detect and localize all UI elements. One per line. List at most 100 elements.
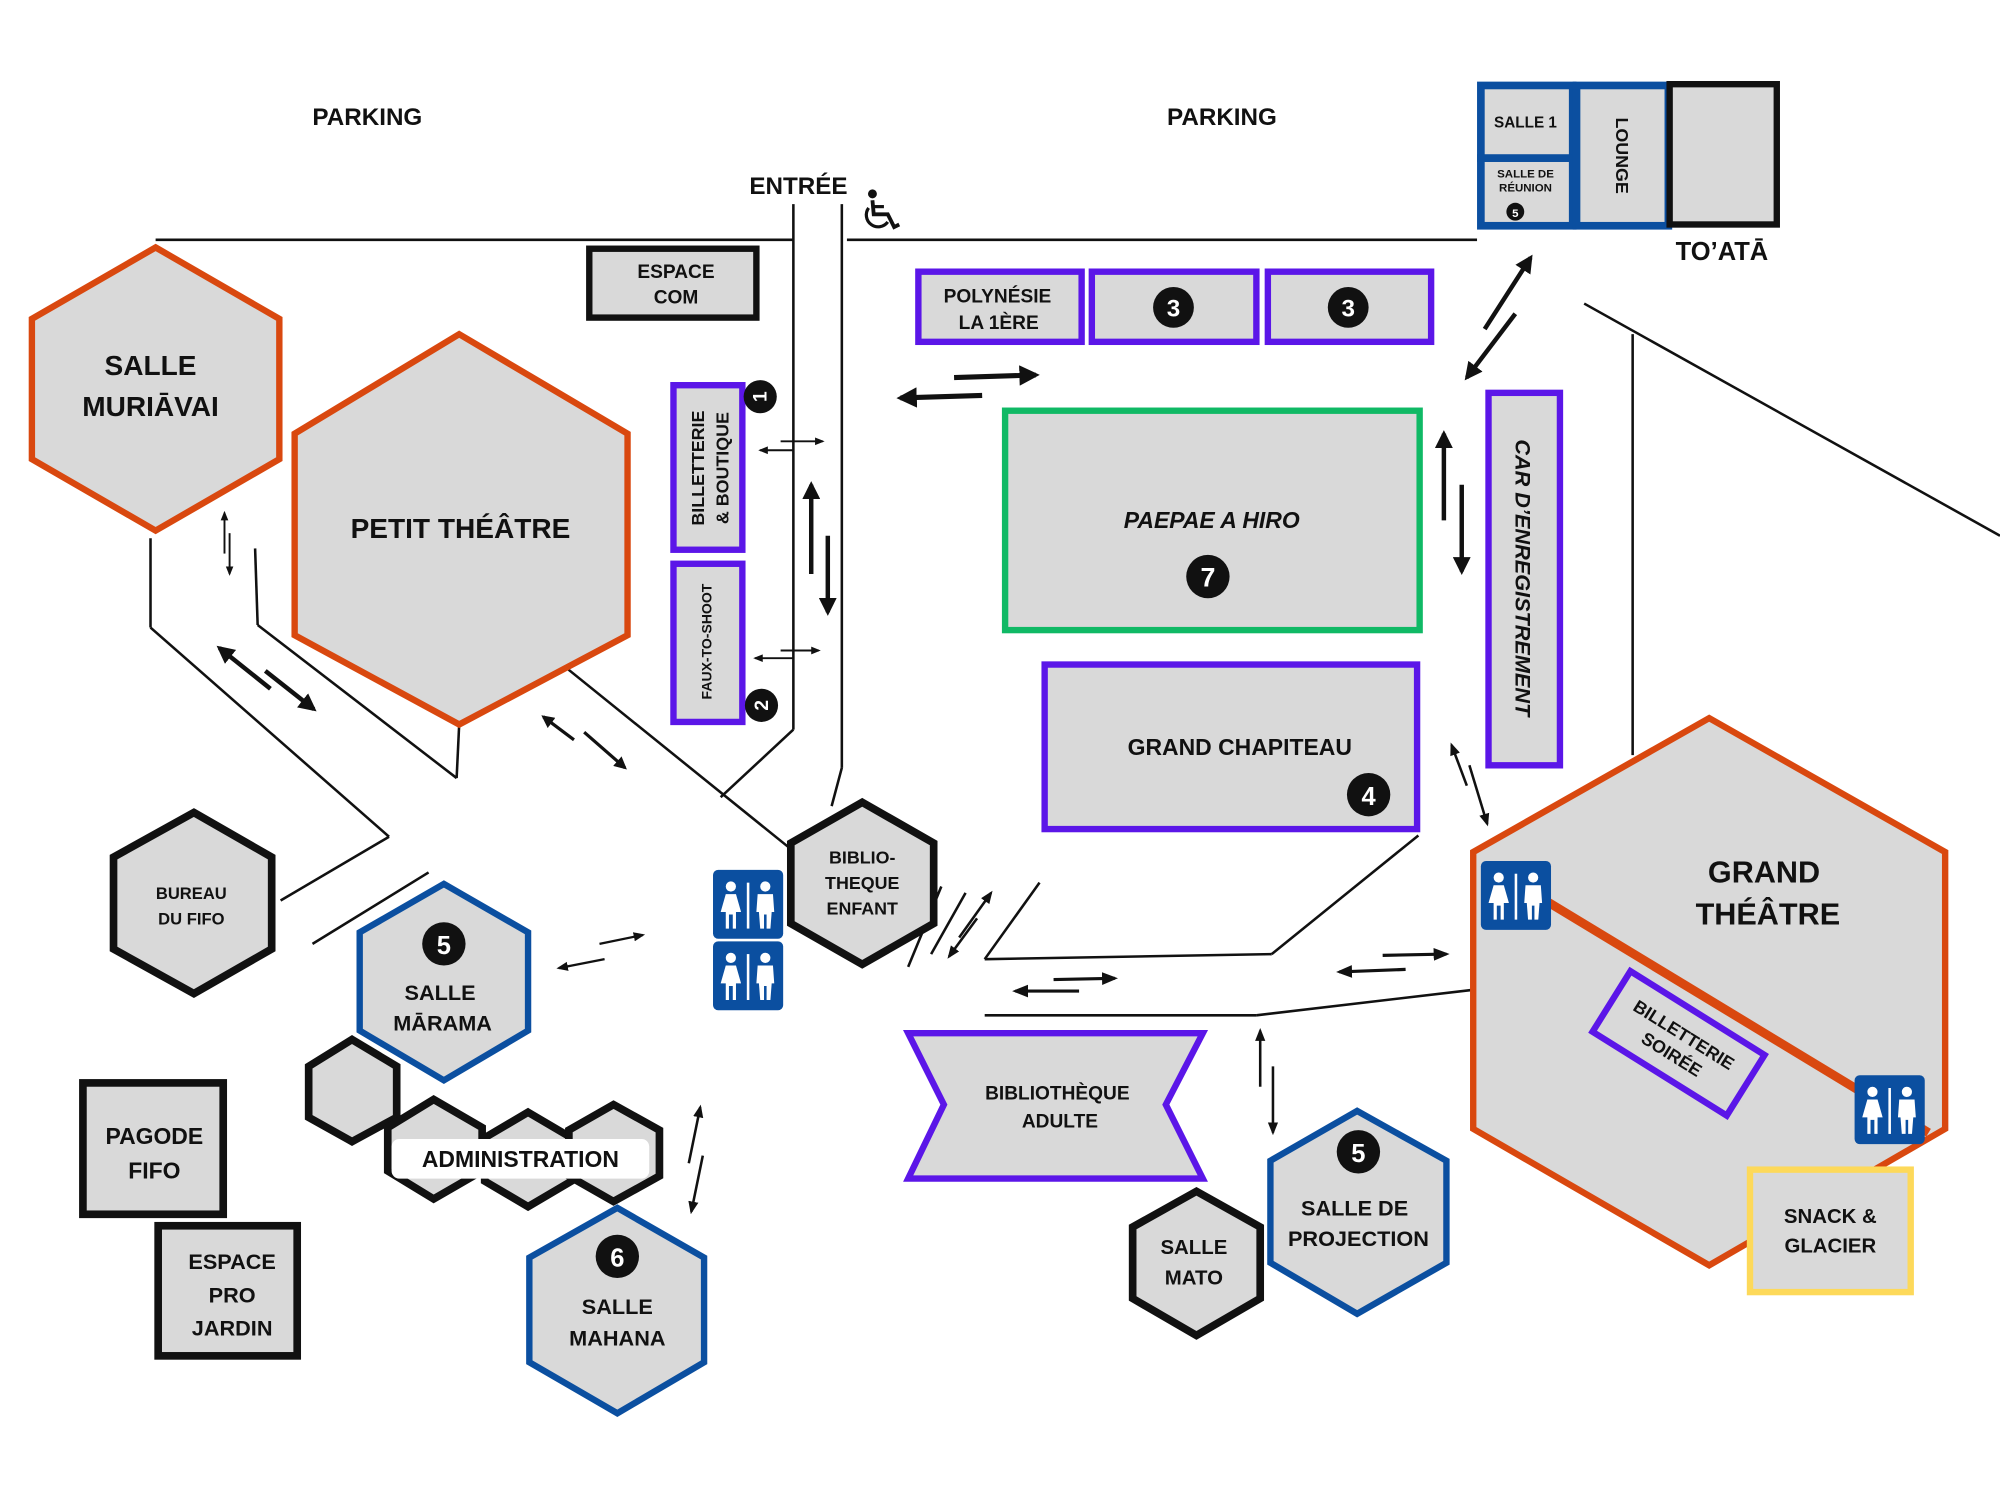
walkway-lines (149, 204, 2000, 1017)
arrow (1053, 972, 1118, 985)
billetterie-label-1: BILLETTERIE (688, 411, 708, 526)
faux-to-shoot-label: FAUX-TO-SHOOT (699, 583, 715, 699)
svg-text:2: 2 (752, 700, 773, 711)
room-snack-glacier[interactable]: SNACK & GLACIER (1746, 1166, 1914, 1296)
espace-com-label-2: COM (654, 288, 699, 309)
billetterie-label-2: & BOUTIQUE (712, 412, 732, 524)
faux-to-shoot-shape (670, 560, 746, 726)
bibliotheque-adulte-label-1: BIBLIOTHÈQUE (985, 1082, 1130, 1104)
pagode-fifo-label-2: FIFO (128, 1158, 180, 1184)
arrow (1468, 764, 1490, 827)
room-salle-projection[interactable]: 5 SALLE DE PROJECTION (1267, 1107, 1450, 1318)
paepae-label: PAEPAE A HIRO (1124, 507, 1300, 533)
espace-pro-jardin-label-2: PRO (209, 1282, 256, 1307)
room-bibliotheque-adulte[interactable]: BIBLIOTHÈQUE ADULTE (903, 1029, 1209, 1182)
bureau-fifo-label-2: DU FIFO (158, 910, 224, 929)
stand-3a[interactable]: 3 (1088, 268, 1260, 346)
room-bibliotheque-enfant[interactable]: BIBLIO- THEQUE ENFANT (786, 797, 938, 969)
wheelchair-icon (864, 189, 901, 230)
room-petit-theatre[interactable]: PETIT THÉÂTRE (291, 330, 631, 729)
room-pagode-fifo[interactable]: PAGODE FIFO (79, 1079, 228, 1219)
salle-reunion-label-1: SALLE DE (1497, 168, 1554, 180)
arrow (954, 365, 1040, 386)
administration-label: ADMINISTRATION (422, 1146, 619, 1172)
badge-7: 7 (1200, 563, 1215, 593)
espace-pro-jardin-shape (154, 1221, 302, 1360)
badge-1: 1 (743, 380, 777, 414)
svg-text:1: 1 (751, 391, 772, 402)
badge-3b: 3 (1341, 295, 1354, 322)
room-grand-chapiteau[interactable]: GRAND CHAPITEAU 4 (1041, 661, 1421, 833)
espace-pro-jardin-label-1: ESPACE (188, 1249, 276, 1274)
salle-projection-label-2: PROJECTION (1288, 1226, 1429, 1251)
room-espace-com[interactable]: ESPACE COM (586, 245, 760, 321)
salle-projection-label-1: SALLE DE (1301, 1196, 1408, 1221)
room-grand-theatre[interactable]: GRAND THÉÂTRE BILLETTERIE SOIRÉE (1470, 714, 1949, 1269)
arrow (583, 730, 627, 770)
room-salle-mahana[interactable]: 6 SALLE MAHANA (526, 1204, 708, 1417)
snack-glacier-label-2: GLACIER (1784, 1236, 1876, 1258)
bureau-fifo-label-1: BUREAU (156, 884, 227, 903)
stand-3b[interactable]: 3 (1264, 268, 1435, 346)
bibliotheque-enfant-shape (786, 797, 938, 969)
salle-mahana-label-1: SALLE (582, 1294, 653, 1319)
bibliotheque-enfant-label-2: THEQUE (825, 873, 899, 893)
salle-mahana-shape (526, 1204, 708, 1417)
badge-5-projection: 5 (1351, 1140, 1365, 1168)
room-lounge[interactable]: LOUNGE (1572, 81, 1673, 230)
room-bureau-fifo[interactable]: BUREAU DU FIFO (109, 808, 276, 999)
grand-theatre-label-2: THÉÂTRE (1696, 896, 1841, 932)
room-polynesie-la-1ere[interactable]: POLYNÉSIE LA 1ÈRE (915, 268, 1085, 346)
arrow (1450, 742, 1469, 787)
car-enregistrement-shape (1485, 389, 1564, 769)
parking-label-right: PARKING (1167, 104, 1277, 131)
restroom-icon (1853, 1073, 1927, 1146)
room-administration[interactable]: ADMINISTRATION (304, 1035, 664, 1212)
room-salle-marama[interactable]: 5 SALLE MĀRAMA (356, 880, 532, 1085)
badge-2: 2 (744, 688, 779, 722)
petit-theatre-label: PETIT THÉÂTRE (351, 513, 571, 544)
arrow (216, 645, 272, 691)
room-billetterie-boutique[interactable]: BILLETTERIE & BOUTIQUE 1 (670, 380, 777, 553)
salle-marama-label-2: MĀRAMA (393, 1011, 492, 1036)
lounge-label: LOUNGE (1612, 117, 1632, 193)
bibliotheque-adulte-shape (903, 1029, 1209, 1182)
direction-arrows (216, 254, 1605, 1215)
arrow (958, 890, 993, 939)
polynesie-label-2: LA 1ÈRE (959, 312, 1039, 334)
bureau-fifo-shape (109, 808, 276, 999)
arrow (688, 1155, 705, 1215)
salle-muriavai-label-1: SALLE (105, 350, 197, 381)
salle-muriavai-shape (28, 243, 283, 535)
badge-6: 6 (610, 1245, 624, 1273)
room-paepae-a-hiro[interactable]: PAEPAE A HIRO 7 (1001, 407, 1423, 634)
snack-glacier-shape (1746, 1166, 1914, 1296)
room-salle-mato[interactable]: SALLE MATO (1128, 1186, 1265, 1340)
room-toata[interactable]: TO’ATĀ (1666, 80, 1780, 266)
room-salle-muriavai[interactable]: SALLE MURIĀVAI (28, 243, 283, 535)
arrow (599, 932, 646, 946)
snack-glacier-label-1: SNACK & (1784, 1206, 1877, 1228)
grand-chapiteau-label: GRAND CHAPITEAU (1128, 734, 1352, 760)
salle-mahana-label-2: MAHANA (569, 1326, 666, 1351)
bibliotheque-enfant-label-3: ENFANT (827, 899, 898, 919)
badge-5-marama: 5 (437, 932, 451, 960)
room-salle-reunion[interactable]: SALLE DE RÉUNION 5 (1477, 154, 1577, 230)
badge-5-reunion: 5 (1512, 208, 1519, 220)
espace-com-shape (586, 245, 760, 321)
room-faux-to-shoot[interactable]: FAUX-TO-SHOOT 2 (670, 560, 779, 726)
room-salle-1[interactable]: SALLE 1 (1477, 81, 1577, 162)
room-car-enregistrement[interactable]: CAR D’ENREGISTREMENT (1485, 389, 1564, 769)
arrow (947, 917, 979, 959)
restroom-icon (1479, 859, 1553, 932)
entrance-label: ENTRÉE (749, 172, 847, 200)
billetterie-soiree-shape (1588, 966, 1769, 1120)
arrow (1482, 254, 1533, 331)
admin-hex-1 (304, 1035, 401, 1146)
polynesie-label-1: POLYNÉSIE (944, 285, 1052, 307)
grand-theatre-shape (1470, 714, 1949, 1269)
espace-pro-jardin-label-3: JARDIN (192, 1315, 273, 1340)
room-espace-pro-jardin[interactable]: ESPACE PRO JARDIN (154, 1221, 302, 1360)
billetterie-boutique-shape (670, 382, 746, 553)
